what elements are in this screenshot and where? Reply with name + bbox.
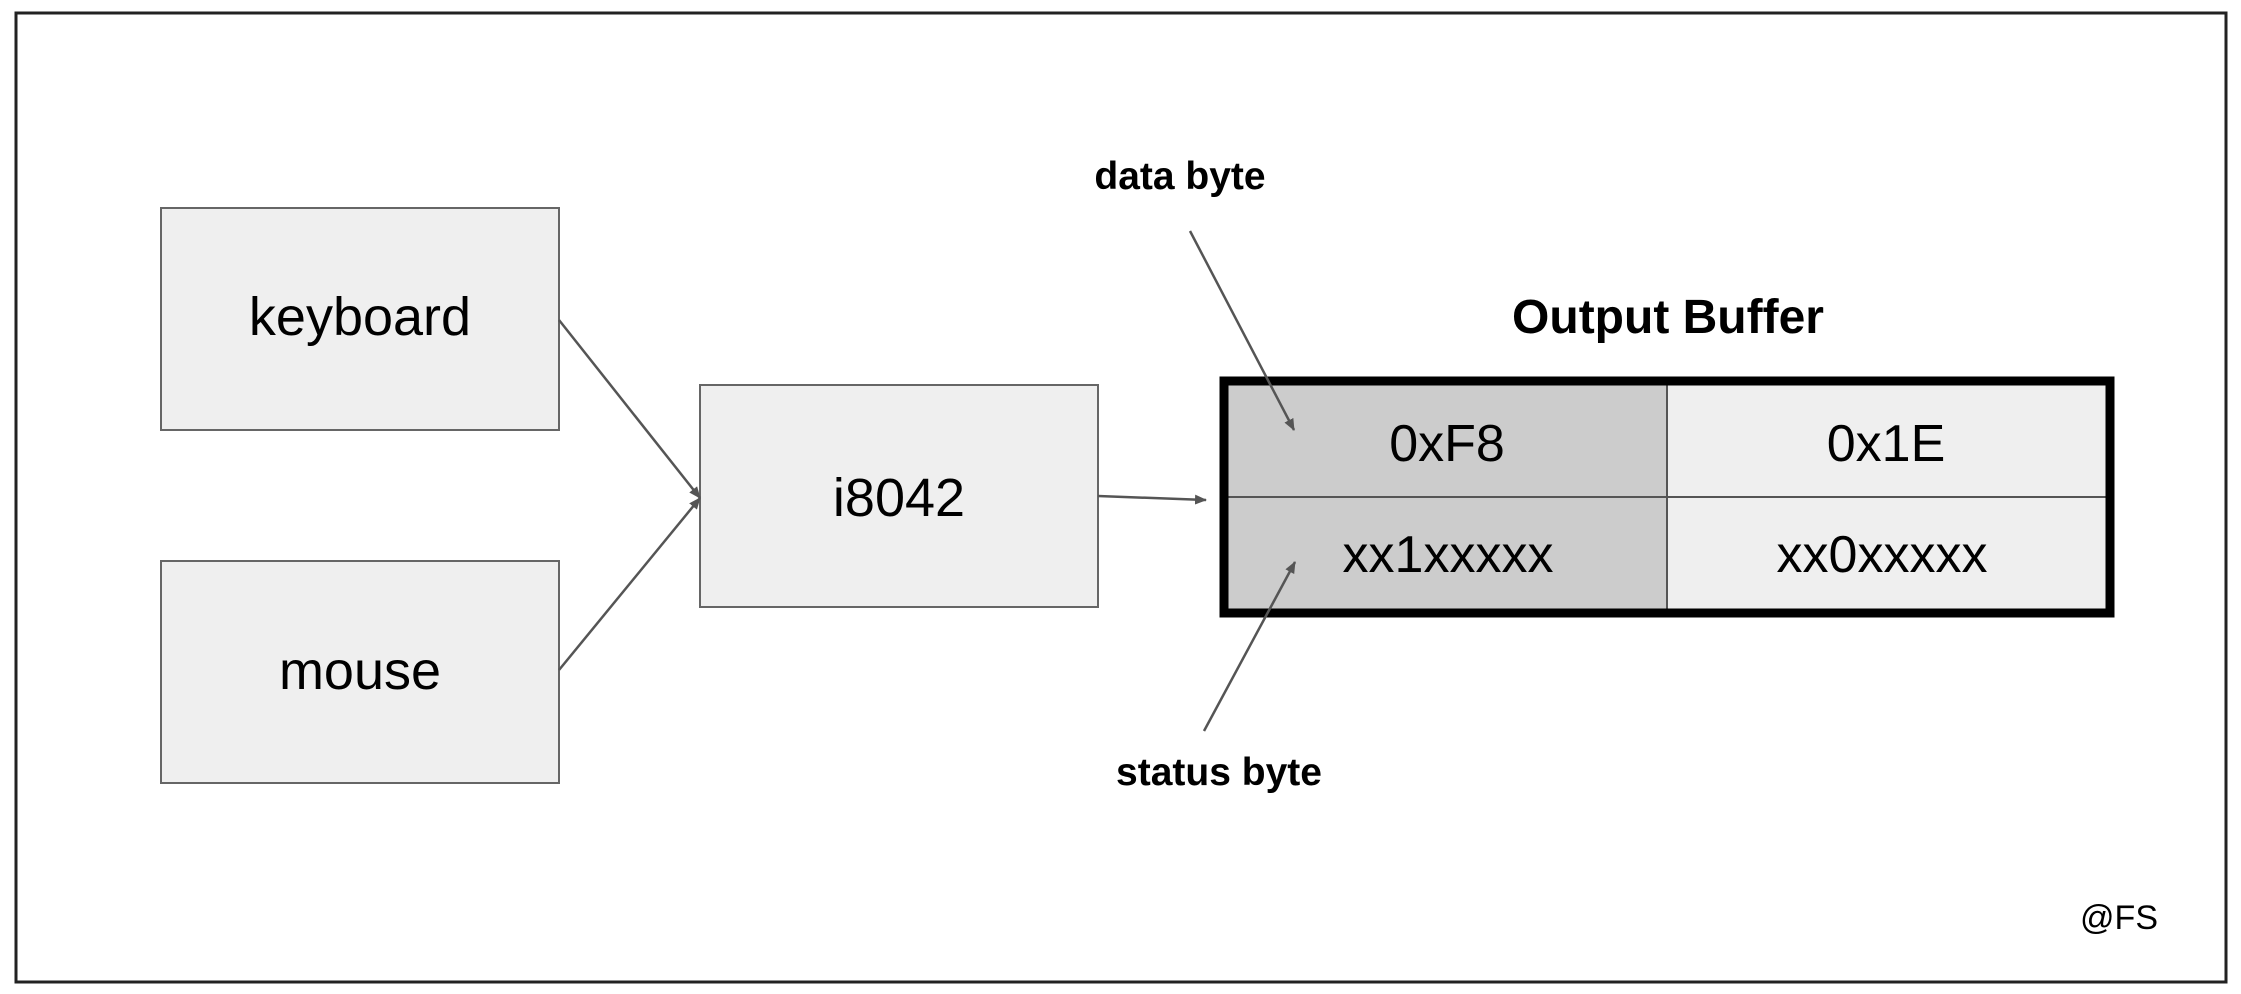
cell-status-left-text: xx1xxxxx [1343,526,1554,584]
data-byte-pointer-arrow [1188,230,1296,431]
cell-data-right [1667,381,2110,497]
status-byte-pointer-arrow [1202,561,1297,732]
controller-node: i8042 [699,384,1099,608]
keyboard-node: keyboard [160,207,560,431]
controller-to-buffer-arrow [1097,494,1207,505]
cell-status-right-text: xx0xxxxx [1777,526,1988,584]
mouse-label: mouse [279,641,441,701]
status-byte-label: status byte [1116,751,1322,794]
cell-data-right-text: 0x1E [1827,415,1946,473]
controller-box [699,384,1099,608]
data-byte-label: data byte [1094,155,1265,198]
cell-data-left [1224,381,1667,497]
mouse-to-controller-arrow [558,497,701,671]
output-buffer-border [1219,376,2115,618]
cell-data-left-text: 0xF8 [1389,415,1505,473]
keyboard-label: keyboard [249,287,471,347]
cell-status-left [1224,497,1667,613]
watermark: @FS [2080,899,2158,937]
cell-status-right [1667,497,2110,613]
output-buffer-table: 0xF8 0x1E xx1xxxxx xx0xxxxx [1219,376,2115,618]
keyboard-box [160,207,560,431]
output-buffer-title: Output Buffer [1512,291,1824,344]
keyboard-to-controller-arrow [558,319,701,499]
mouse-box [160,560,560,784]
controller-label: i8042 [833,468,965,528]
mouse-node: mouse [160,560,560,784]
